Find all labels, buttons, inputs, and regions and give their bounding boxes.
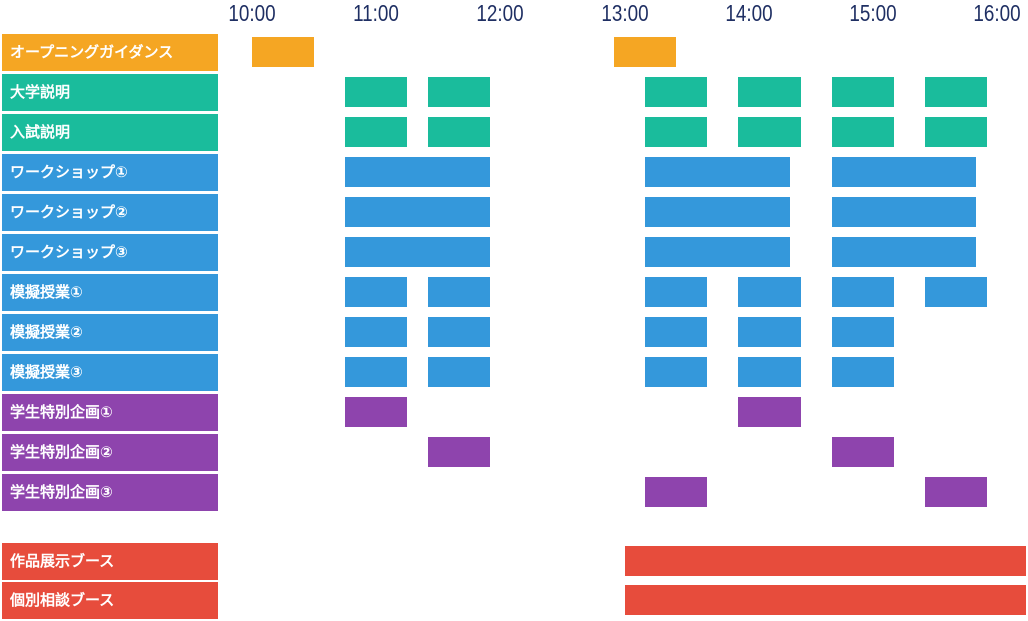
session-block: [427, 357, 491, 387]
time-tick-1100: 11:00: [353, 0, 400, 26]
session-block: [345, 357, 408, 387]
session-block: [645, 357, 708, 387]
session-block: [924, 477, 987, 507]
row-label: ワークショップ①: [2, 154, 218, 191]
session-block: [345, 397, 408, 427]
row-label: 学生特別企画①: [2, 394, 218, 431]
session-block: [252, 37, 315, 67]
session-block: [645, 237, 791, 267]
session-block: [645, 477, 708, 507]
row-label: 大学説明: [2, 74, 218, 111]
time-tick-1500: 15:00: [849, 0, 897, 26]
row-label: 模擬授業③: [2, 354, 218, 391]
session-block: [427, 277, 491, 307]
session-block: [831, 197, 977, 227]
session-block: [831, 357, 894, 387]
time-tick-1600: 16:00: [973, 0, 1021, 26]
row-label: 学生特別企画②: [2, 434, 218, 471]
session-block: [831, 277, 894, 307]
session-block: [427, 317, 491, 347]
session-block: [345, 77, 408, 107]
session-block: [645, 157, 791, 187]
session-block: [427, 437, 491, 467]
row-label: 学生特別企画③: [2, 474, 218, 511]
session-block: [738, 357, 801, 387]
time-tick-1000: 10:00: [228, 0, 276, 26]
session-block: [345, 157, 491, 187]
row-label: 作品展示ブース: [2, 543, 218, 580]
session-block: [427, 117, 491, 147]
session-block: [645, 317, 708, 347]
session-block: [738, 117, 801, 147]
session-block: [831, 157, 977, 187]
session-block: [624, 546, 1026, 576]
session-block: [345, 197, 491, 227]
session-block: [345, 317, 408, 347]
session-block: [924, 277, 987, 307]
session-block: [645, 117, 708, 147]
row-label: ワークショップ②: [2, 194, 218, 231]
time-tick-1200: 12:00: [476, 0, 524, 26]
session-block: [831, 317, 894, 347]
session-block: [831, 77, 894, 107]
session-block: [738, 317, 801, 347]
session-block: [345, 117, 408, 147]
session-block: [924, 117, 987, 147]
session-block: [738, 77, 801, 107]
session-block: [645, 277, 708, 307]
session-block: [614, 37, 677, 67]
row-label: ワークショップ③: [2, 234, 218, 271]
session-block: [831, 117, 894, 147]
time-tick-1300: 13:00: [600, 0, 649, 26]
session-block: [738, 277, 801, 307]
time-tick-1400: 14:00: [725, 0, 773, 26]
row-label: 個別相談ブース: [2, 582, 218, 619]
row-label: 模擬授業②: [2, 314, 218, 351]
session-block: [831, 437, 894, 467]
session-block: [624, 585, 1026, 615]
session-block: [645, 77, 708, 107]
session-block: [345, 237, 491, 267]
session-block: [345, 277, 408, 307]
row-label: 模擬授業①: [2, 274, 218, 311]
row-label: 入試説明: [2, 114, 218, 151]
session-block: [738, 397, 801, 427]
session-block: [924, 77, 987, 107]
session-block: [645, 197, 791, 227]
row-label: オープニングガイダンス: [2, 34, 218, 71]
session-block: [831, 237, 977, 267]
session-block: [427, 77, 491, 107]
